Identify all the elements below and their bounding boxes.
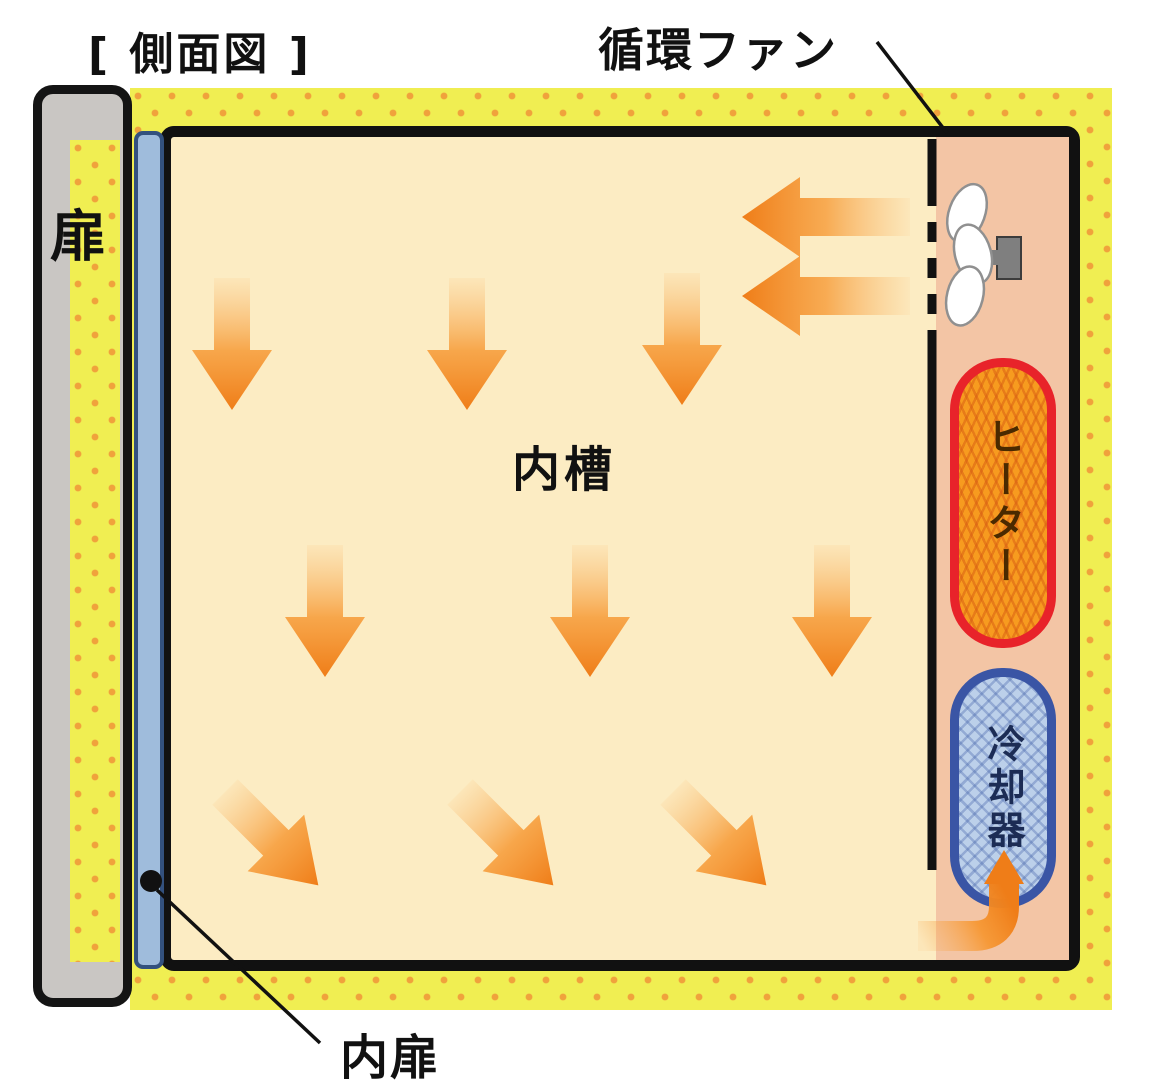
- cooler-unit: 冷却器: [950, 668, 1056, 908]
- inner-door: [134, 131, 164, 969]
- heater-unit: ヒーター: [950, 358, 1056, 648]
- door-label: 扉: [50, 205, 106, 270]
- inner-door-label: 内扉: [340, 1030, 441, 1080]
- outer-door: [33, 85, 132, 1007]
- cooler-label: 冷却器: [981, 723, 1025, 853]
- inner-chamber-label: 内槽: [512, 442, 617, 498]
- door-insulation: [70, 140, 120, 962]
- circulation-fan-label: 循環ファン: [598, 23, 838, 77]
- heater-label: ヒーター: [981, 417, 1025, 589]
- page-title: [ 側面図 ]: [88, 29, 312, 80]
